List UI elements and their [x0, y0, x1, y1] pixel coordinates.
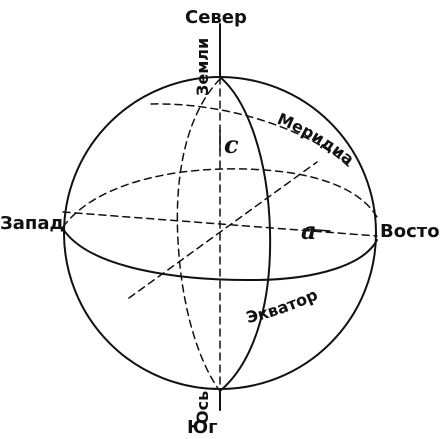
axis-bottom-label: Ось — [193, 391, 212, 424]
axis-top-label: Земли — [193, 38, 212, 96]
east-label: Восток — [380, 221, 441, 242]
point-a-label: a — [301, 216, 317, 245]
meridian-label-path: Меридиан — [0, 0, 358, 169]
meridian-hidden-back — [177, 79, 220, 391]
west-label: Запад — [0, 213, 64, 234]
equator-label-path: Экватор — [244, 285, 320, 327]
equator-label: Экватор — [244, 285, 320, 327]
meridian-label: Меридиан — [0, 0, 358, 169]
north-label: Север — [185, 7, 247, 28]
point-c-label: c — [224, 130, 239, 159]
meridian-visible-front — [220, 77, 270, 391]
